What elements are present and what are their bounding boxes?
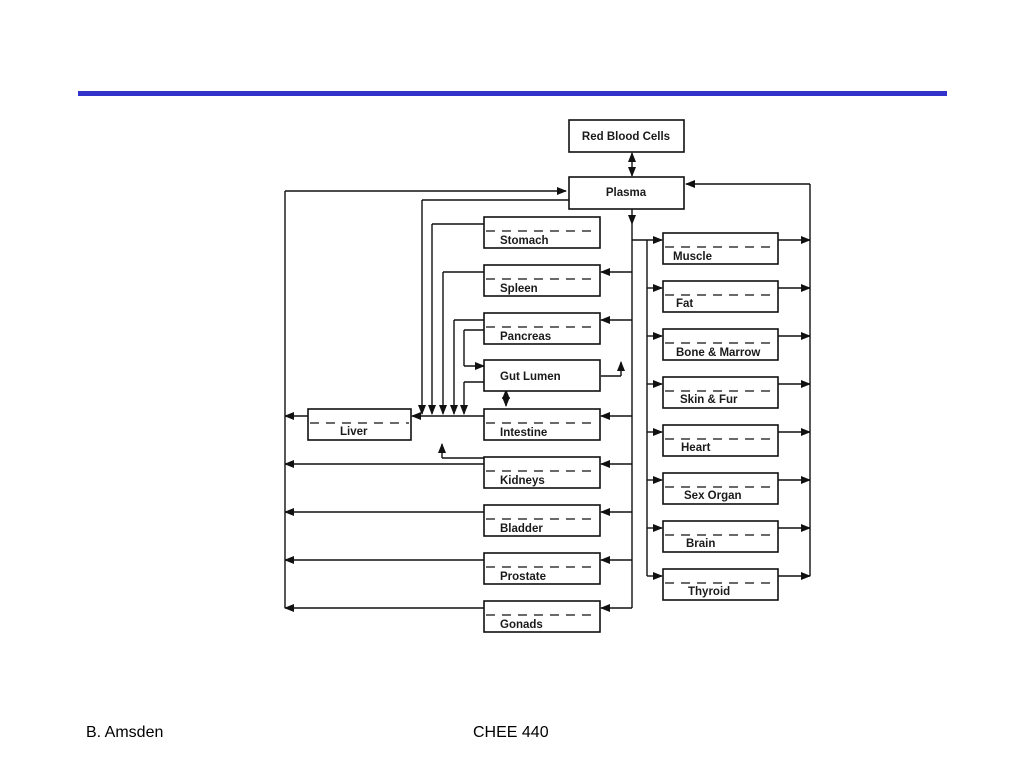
title-rule xyxy=(78,91,947,96)
node-bone-marrow: Bone & Marrow xyxy=(676,347,760,359)
node-fat: Fat xyxy=(676,298,693,310)
node-intestine: Intestine xyxy=(500,427,547,439)
node-skin-fur: Skin & Fur xyxy=(680,394,738,406)
node-sex-organ: Sex Organ xyxy=(684,490,742,502)
node-bladder: Bladder xyxy=(500,523,543,535)
node-pancreas: Pancreas xyxy=(500,331,551,343)
node-red-blood-cells: Red Blood Cells xyxy=(582,131,670,143)
footer-course: CHEE 440 xyxy=(473,724,549,741)
node-liver: Liver xyxy=(340,426,368,438)
node-plasma: Plasma xyxy=(606,187,647,199)
node-brain: Brain xyxy=(686,538,715,550)
node-spleen: Spleen xyxy=(500,283,538,295)
node-stomach: Stomach xyxy=(500,235,549,247)
node-heart: Heart xyxy=(681,442,711,454)
node-prostate: Prostate xyxy=(500,571,546,583)
node-kidneys: Kidneys xyxy=(500,475,545,487)
node-gonads: Gonads xyxy=(500,619,543,631)
node-muscle: Muscle xyxy=(673,251,712,263)
node-thyroid: Thyroid xyxy=(688,586,730,598)
footer-author: B. Amsden xyxy=(86,724,164,741)
node-gut-lumen: Gut Lumen xyxy=(500,371,561,383)
